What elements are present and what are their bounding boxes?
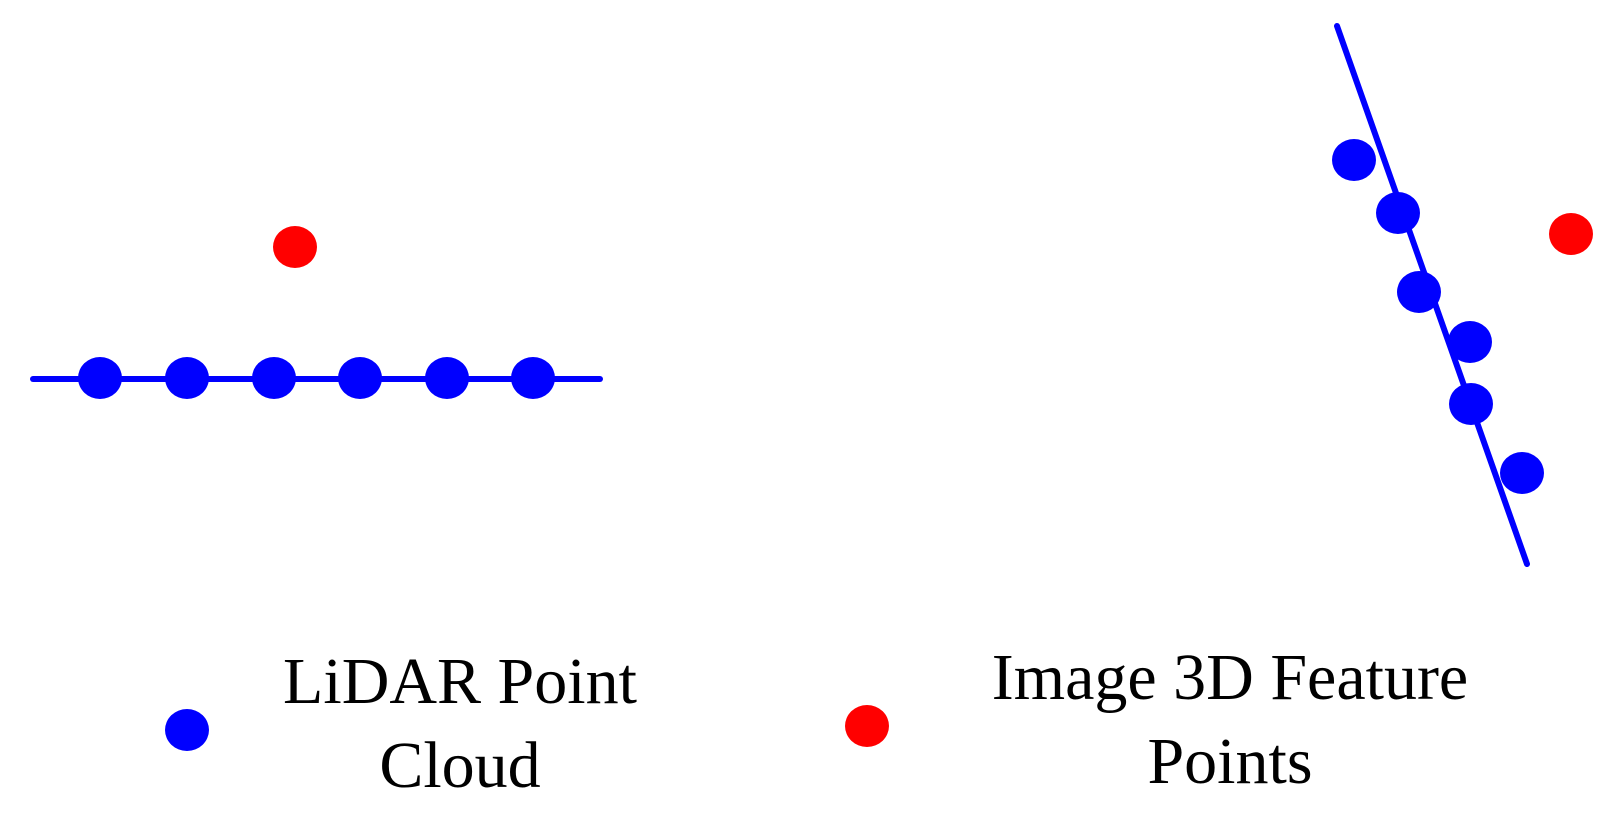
legend-lidar-label-line2: Cloud bbox=[379, 729, 541, 802]
lidar-point bbox=[1449, 383, 1493, 425]
lidar-point bbox=[165, 357, 209, 399]
lidar-point bbox=[1376, 192, 1420, 234]
feature-point bbox=[1549, 213, 1593, 255]
legend-lidar-label: LiDAR Point Cloud bbox=[250, 640, 670, 808]
legend-lidar-marker bbox=[165, 709, 209, 751]
lidar-point bbox=[338, 357, 382, 399]
legend-markers bbox=[165, 705, 889, 751]
legend-feature-label-line2: Points bbox=[1147, 725, 1313, 798]
lidar-point bbox=[78, 357, 122, 399]
lidar-point bbox=[425, 357, 469, 399]
legend-feature-label: Image 3D Feature Points bbox=[950, 636, 1510, 804]
lidar-point bbox=[1500, 452, 1544, 494]
legend-lidar-label-line1: LiDAR Point bbox=[283, 645, 637, 718]
lidar-point bbox=[1448, 321, 1492, 363]
lidar-point bbox=[252, 357, 296, 399]
lidar-point bbox=[1332, 139, 1376, 181]
legend-feature-label-line1: Image 3D Feature bbox=[991, 641, 1469, 714]
horizontal-plane-panel bbox=[30, 226, 603, 399]
lidar-point bbox=[511, 357, 555, 399]
legend-feature-marker bbox=[845, 705, 889, 747]
tilted-plane-panel bbox=[1332, 23, 1593, 567]
feature-point bbox=[273, 226, 317, 268]
lidar-point bbox=[1397, 271, 1441, 313]
